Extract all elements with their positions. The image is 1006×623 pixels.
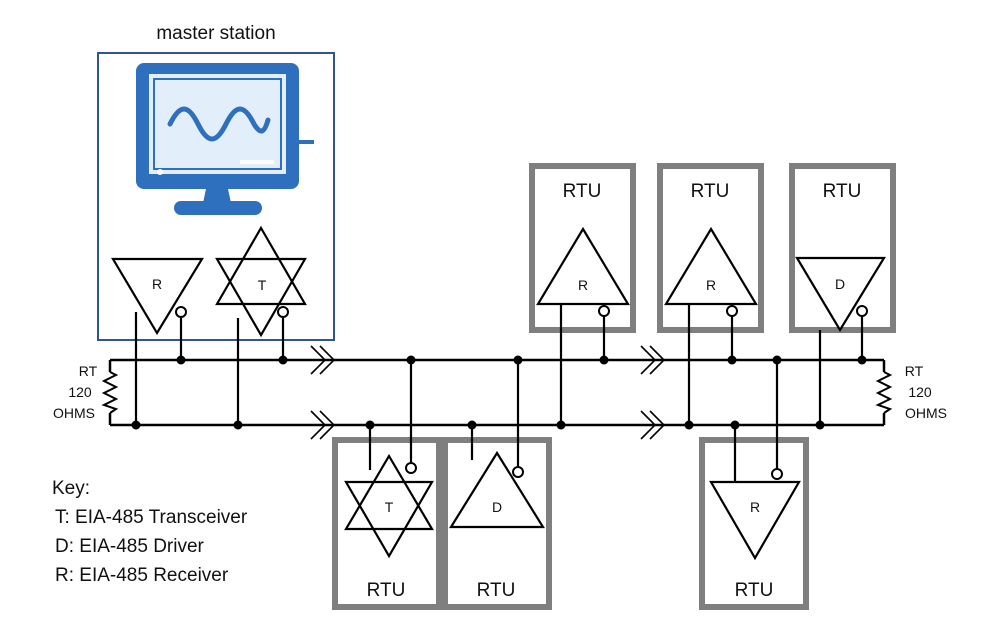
transceiver-symbol — [344, 453, 434, 531]
symbol-letter: D — [835, 276, 845, 292]
rtu-box-bottom-1 — [332, 437, 442, 610]
monitor-icon — [136, 63, 314, 215]
resistor-right — [875, 371, 893, 414]
terminator-label-unit: OHMS — [905, 405, 947, 421]
symbol-letter: T — [385, 499, 394, 515]
terminator-label-value: 120 — [68, 384, 92, 400]
terminator-label-rt: RT — [905, 363, 924, 379]
receiver-symbol — [111, 257, 204, 336]
rtu-label: RTU — [691, 181, 730, 202]
terminator-label-rt: RT — [79, 363, 98, 379]
rtu-label: RTU — [823, 181, 862, 202]
key-entry-receiver: R: EIA-485 Receiver — [55, 565, 229, 586]
receiver-symbol — [536, 226, 630, 306]
bus-continuation-chevrons — [310, 345, 666, 440]
rtu-box-top-1 — [529, 163, 636, 333]
symbol-letter: T — [258, 277, 267, 293]
driver-symbol — [795, 256, 886, 333]
symbol-letter: R — [578, 277, 588, 293]
master-station-title: master station — [156, 23, 275, 44]
terminator-label-value: 120 — [908, 384, 932, 400]
master-station-box — [97, 52, 335, 341]
symbol-letter: D — [492, 499, 502, 515]
key-entry-driver: D: EIA-485 Driver — [55, 536, 204, 557]
rtu-label: RTU — [477, 580, 516, 601]
resistor-left — [101, 371, 119, 414]
bus-lines — [108, 358, 886, 427]
waveform-icon — [167, 106, 271, 142]
rtu-box-top-2 — [657, 163, 764, 333]
rtu-boxes — [332, 163, 896, 610]
tap-lines — [134, 304, 864, 482]
master-station: master station — [97, 23, 335, 341]
symbol-letter: R — [706, 277, 716, 293]
key-legend: Key: T: EIA-485 Transceiver D: EIA-485 D… — [52, 474, 247, 590]
key-entry-transceiver: T: EIA-485 Transceiver — [55, 507, 248, 528]
inverting-bubbles — [175, 305, 868, 480]
termination-resistors — [101, 371, 893, 414]
rtu-box-top-3 — [789, 163, 896, 333]
rtu-label: RTU — [367, 580, 406, 601]
symbol-letter: R — [152, 276, 162, 292]
junction-dots — [131, 355, 867, 430]
rtu-label: RTU — [563, 181, 602, 202]
transceiver-symbol — [215, 225, 307, 306]
rtu-box-bottom-3 — [699, 437, 809, 610]
transceiver-symbols — [111, 225, 886, 561]
receiver-symbol — [709, 480, 801, 561]
symbol-letter: R — [750, 499, 760, 515]
terminator-label-unit: OHMS — [53, 405, 95, 421]
rtu-label: RTU — [735, 580, 774, 601]
key-title: Key: — [52, 478, 91, 499]
driver-symbol — [449, 450, 545, 529]
rtu-box-bottom-2 — [442, 437, 552, 610]
receiver-symbol — [664, 226, 758, 306]
